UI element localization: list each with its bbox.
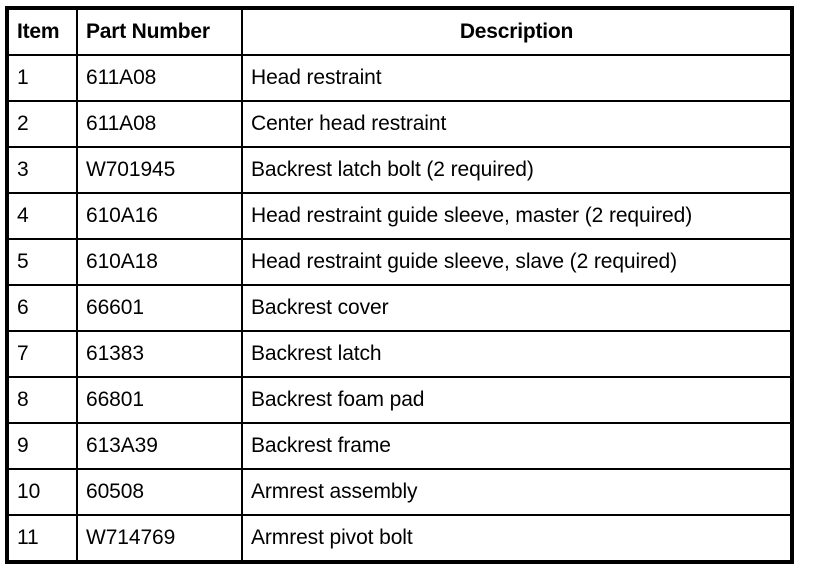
column-header-description: Description: [241, 8, 792, 56]
cell-item: 7: [7, 330, 78, 378]
table-row: 2 611A08 Center head restraint: [7, 100, 792, 148]
table-row: 3 W701945 Backrest latch bolt (2 require…: [7, 146, 792, 194]
cell-part-number: 60508: [76, 468, 243, 516]
table-header: Item Part Number Description: [7, 8, 792, 56]
cell-item: 11: [7, 514, 78, 562]
cell-item: 10: [7, 468, 78, 516]
cell-description: Backrest latch bolt (2 required): [241, 146, 792, 194]
cell-item: 1: [7, 54, 78, 102]
cell-item: 4: [7, 192, 78, 240]
cell-description: Backrest foam pad: [241, 376, 792, 424]
cell-item: 5: [7, 238, 78, 286]
cell-description: Head restraint guide sleeve, master (2 r…: [241, 192, 792, 240]
cell-item: 3: [7, 146, 78, 194]
cell-part-number: W701945: [76, 146, 243, 194]
cell-item: 6: [7, 284, 78, 332]
cell-part-number: W714769: [76, 514, 243, 562]
table-header-row: Item Part Number Description: [7, 8, 792, 56]
cell-description: Head restraint guide sleeve, slave (2 re…: [241, 238, 792, 286]
cell-part-number: 61383: [76, 330, 243, 378]
table-row: 1 611A08 Head restraint: [7, 54, 792, 102]
table-row: 7 61383 Backrest latch: [7, 330, 792, 378]
cell-part-number: 66801: [76, 376, 243, 424]
cell-part-number: 610A18: [76, 238, 243, 286]
column-header-item: Item: [7, 8, 78, 56]
cell-description: Backrest latch: [241, 330, 792, 378]
cell-part-number: 66601: [76, 284, 243, 332]
column-header-part-number: Part Number: [76, 8, 243, 56]
cell-description: Armrest pivot bolt: [241, 514, 792, 562]
cell-description: Center head restraint: [241, 100, 792, 148]
table-row: 9 613A39 Backrest frame: [7, 422, 792, 470]
cell-item: 2: [7, 100, 78, 148]
table-row: 8 66801 Backrest foam pad: [7, 376, 792, 424]
cell-item: 8: [7, 376, 78, 424]
cell-description: Backrest cover: [241, 284, 792, 332]
table-body: 1 611A08 Head restraint 2 611A08 Center …: [7, 54, 792, 562]
cell-part-number: 611A08: [76, 54, 243, 102]
table-row: 11 W714769 Armrest pivot bolt: [7, 514, 792, 562]
table-row: 10 60508 Armrest assembly: [7, 468, 792, 516]
cell-item: 9: [7, 422, 78, 470]
cell-description: Head restraint: [241, 54, 792, 102]
cell-part-number: 613A39: [76, 422, 243, 470]
cell-description: Backrest frame: [241, 422, 792, 470]
table-row: 6 66601 Backrest cover: [7, 284, 792, 332]
cell-part-number: 611A08: [76, 100, 243, 148]
cell-part-number: 610A16: [76, 192, 243, 240]
table-row: 4 610A16 Head restraint guide sleeve, ma…: [7, 192, 792, 240]
cell-description: Armrest assembly: [241, 468, 792, 516]
parts-list-table: Item Part Number Description 1 611A08 He…: [5, 6, 794, 564]
table-row: 5 610A18 Head restraint guide sleeve, sl…: [7, 238, 792, 286]
